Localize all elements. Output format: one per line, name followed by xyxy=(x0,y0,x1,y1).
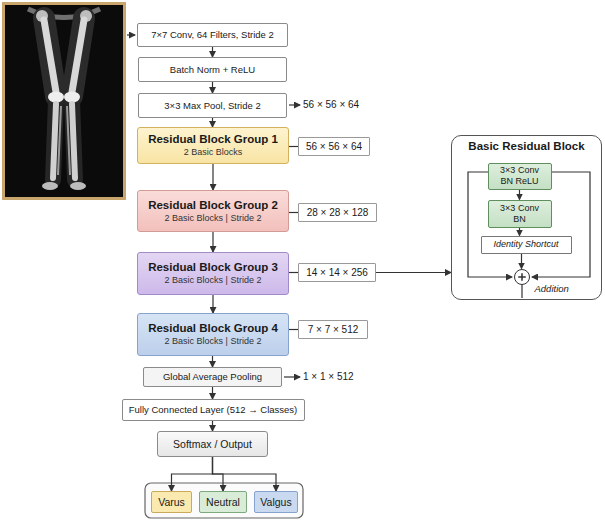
connector-arrow xyxy=(521,254,522,269)
class-box: Valgus xyxy=(254,491,298,513)
node-text: Residual Block Group 1 xyxy=(148,133,278,147)
leader-arrow xyxy=(289,104,300,105)
process-box: 7×7 Conv, 64 Filters, Stride 2 xyxy=(137,23,288,47)
output-wire xyxy=(521,285,522,298)
output-box: Softmax / Output xyxy=(157,431,268,457)
node-subtext: 2 Basic Blocks | Stride 2 xyxy=(165,213,262,224)
soft-tissue xyxy=(72,100,75,180)
node-text: Residual Block Group 2 xyxy=(148,199,278,213)
residual-group: Residual Block Group 22 Basic Blocks | S… xyxy=(137,190,289,232)
conv-box: 3×3 ConvBN ReLU xyxy=(488,163,552,190)
foot xyxy=(70,182,86,190)
plus-symbol xyxy=(518,273,526,281)
connector-arrow xyxy=(212,82,213,93)
knee xyxy=(64,92,80,103)
tibia xyxy=(72,104,75,178)
connector-line xyxy=(289,212,298,213)
addition-circle: Addition xyxy=(514,269,530,285)
process-box: 3×3 Max Pool, Stride 2 xyxy=(138,93,287,118)
soft-tissue xyxy=(53,100,56,180)
connector-line xyxy=(289,146,298,147)
soft-tissue xyxy=(72,18,84,96)
soft-tissue xyxy=(44,18,56,96)
connector-arrow xyxy=(519,190,520,200)
conv-box: 3×3 ConvBN xyxy=(488,200,552,228)
dimension-box: 28 × 28 × 128 xyxy=(298,203,377,222)
node-text: Residual Block Group 4 xyxy=(148,322,278,336)
tibia xyxy=(53,104,56,178)
node-subtext: 2 Basic Blocks | Stride 2 xyxy=(165,275,262,286)
connector-arrow xyxy=(212,118,213,127)
node-subtext: 2 Basic Blocks xyxy=(184,147,243,158)
connector-arrow xyxy=(212,295,213,313)
class-box: Neutral xyxy=(199,491,247,513)
class-box: Varus xyxy=(151,491,192,513)
connector-arrow xyxy=(212,387,213,399)
node-subtext: BN xyxy=(513,214,526,225)
node-text: 3×3 Conv xyxy=(500,203,539,214)
residual-group: Residual Block Group 12 Basic Blocks xyxy=(137,127,289,164)
node-text: Neutral xyxy=(206,496,240,509)
residual-group: Residual Block Group 42 Basic Blocks | S… xyxy=(137,313,289,356)
dimension-box: 14 × 14 × 256 xyxy=(298,263,376,282)
knee xyxy=(48,92,64,103)
femur xyxy=(44,20,56,92)
node-text: Varus xyxy=(158,496,185,509)
fibula xyxy=(58,106,61,175)
dense-box: Fully Connected Layer (512 → Classes) xyxy=(122,399,305,421)
node-text: Valgus xyxy=(260,496,291,509)
node-text: Identity Shortcut xyxy=(493,239,558,250)
process-box: Batch Norm + ReLU xyxy=(138,57,287,82)
fibula xyxy=(67,106,70,175)
node-text: 3×3 Conv xyxy=(500,165,539,176)
node-text: 28 × 28 × 128 xyxy=(307,207,369,219)
input-arrow xyxy=(127,34,135,35)
connector-line xyxy=(289,329,298,330)
node-text: 7 × 7 × 512 xyxy=(308,324,359,336)
node-text: Basic Residual Block xyxy=(468,140,584,154)
connector-arrow xyxy=(213,457,277,491)
node-text: Softmax / Output xyxy=(173,438,252,451)
connector-arrow xyxy=(519,228,520,236)
node-text: Addition xyxy=(535,283,569,294)
image-frame xyxy=(2,2,126,200)
connector-arrow xyxy=(212,421,213,431)
residual-group: Residual Block Group 32 Basic Blocks | S… xyxy=(137,252,289,295)
node-text: Residual Block Group 3 xyxy=(148,261,278,275)
image-ground xyxy=(5,5,123,197)
plus-symbol xyxy=(515,270,529,284)
class-container xyxy=(145,483,303,518)
dimension-box: 56 × 56 × 64 xyxy=(298,137,370,156)
node-text: 7×7 Conv, 64 Filters, Stride 2 xyxy=(151,29,274,40)
leader-arrow xyxy=(284,376,300,377)
dimension-label: 1 × 1 × 512 xyxy=(303,371,354,383)
dimension-box: 7 × 7 × 512 xyxy=(298,320,368,339)
node-text: Fully Connected Layer (512 → Classes) xyxy=(129,404,297,415)
node-text: Global Average Pooling xyxy=(163,371,262,382)
connector-arrow xyxy=(172,457,213,491)
foot xyxy=(42,182,58,190)
connector-line xyxy=(289,272,298,273)
pooling-box: Global Average Pooling xyxy=(143,367,282,387)
node-text: Batch Norm + ReLU xyxy=(170,64,255,75)
connector-arrow xyxy=(212,47,213,57)
xray-image xyxy=(2,2,126,200)
connector-arrow xyxy=(376,272,451,273)
detail-panel: Basic Residual Block3×3 ConvBN ReLU3×3 C… xyxy=(451,135,602,300)
dimension-label: 56 × 56 × 64 xyxy=(303,99,359,111)
connector-arrow xyxy=(212,232,213,252)
shortcut-box: Identity Shortcut xyxy=(481,236,572,254)
connector-arrow xyxy=(212,356,213,367)
node-text: 3×3 Max Pool, Stride 2 xyxy=(164,100,260,111)
node-text: 56 × 56 × 64 xyxy=(306,141,362,153)
node-subtext: 2 Basic Blocks | Stride 2 xyxy=(165,336,262,347)
femur xyxy=(72,20,84,92)
connector-arrow xyxy=(212,164,213,190)
node-text: 14 × 14 × 256 xyxy=(306,267,368,279)
node-subtext: BN ReLU xyxy=(500,176,538,187)
